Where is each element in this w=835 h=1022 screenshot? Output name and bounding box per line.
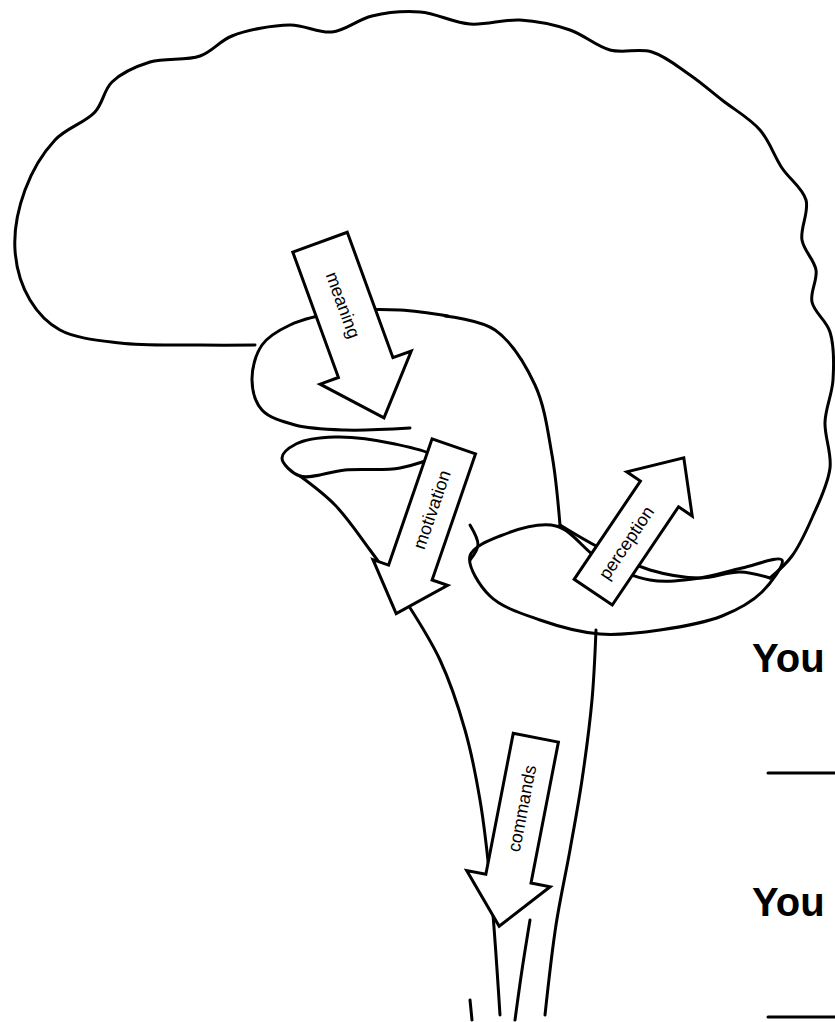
arrow-outline bbox=[359, 433, 491, 626]
prompt-label: You bbox=[752, 880, 825, 925]
spinal-cord-line bbox=[470, 1000, 472, 1020]
cerebrum-outline bbox=[15, 12, 834, 578]
midbrain-outline bbox=[282, 437, 432, 477]
arrow-label: meaning bbox=[294, 236, 391, 373]
arrow-label: motivation bbox=[390, 443, 474, 576]
arrow-outline bbox=[560, 436, 716, 614]
arrow-outline bbox=[274, 226, 429, 435]
arrow-box: meaning bbox=[273, 224, 432, 437]
arrow-box: perception bbox=[558, 434, 718, 617]
brainstem-line bbox=[545, 630, 596, 1015]
arrow-outline bbox=[457, 730, 577, 935]
answer-rule bbox=[768, 772, 835, 775]
arrow-label: perception bbox=[576, 484, 676, 601]
answer-rule bbox=[768, 1016, 835, 1019]
spinal-cord-line bbox=[515, 920, 530, 1020]
prompt-label: You bbox=[752, 636, 825, 681]
